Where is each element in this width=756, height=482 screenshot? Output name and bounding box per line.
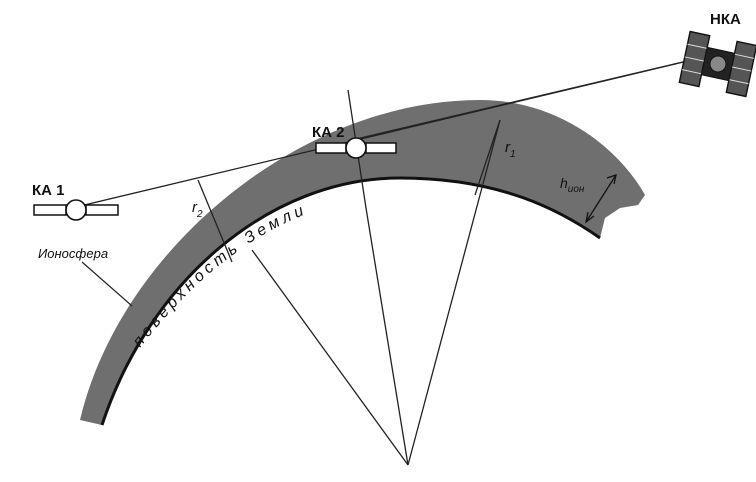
nka-label: НКА bbox=[710, 11, 741, 28]
r2-label: r2 bbox=[192, 199, 203, 220]
ionosphere-leader-line bbox=[82, 262, 132, 306]
radius-line-2 bbox=[366, 208, 408, 465]
navigation-satellite-icon bbox=[679, 31, 756, 96]
ka1-label: КА 1 bbox=[32, 182, 65, 199]
radius-line-1 bbox=[252, 250, 408, 465]
satellite-icon bbox=[34, 200, 118, 220]
ka2-label: КА 2 bbox=[312, 124, 345, 141]
ionosphere-label: Ионосфера bbox=[38, 246, 108, 261]
